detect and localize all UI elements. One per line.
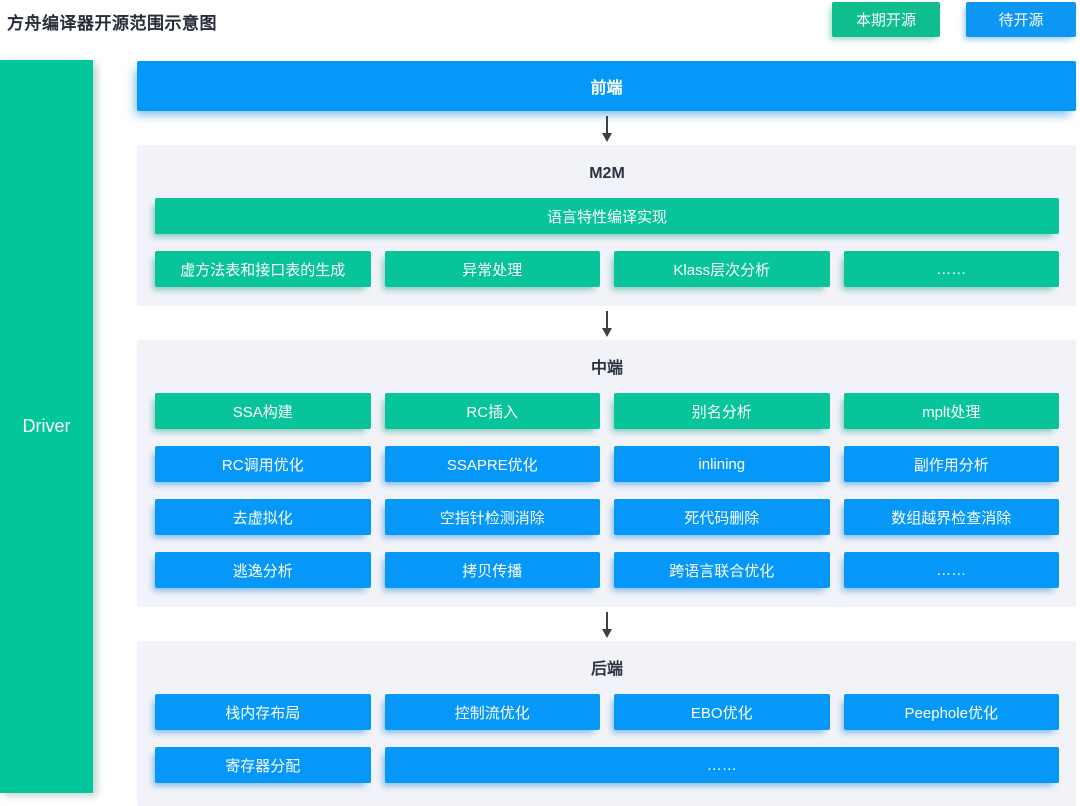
flow-box: …… bbox=[384, 747, 1059, 783]
section-m2m-title: M2M bbox=[589, 165, 625, 182]
flow-box: Peephole优化 bbox=[843, 694, 1059, 730]
flow-box: Klass层次分析 bbox=[614, 251, 830, 287]
driver-bar: Driver bbox=[0, 60, 93, 793]
section-m2m: M2M 语言特性编译实现虚方法表和接口表的生成异常处理 Klass层次分析 …… bbox=[137, 145, 1076, 306]
section-middle-end-title: 中端 bbox=[590, 360, 623, 377]
flow-box: …… bbox=[843, 552, 1059, 588]
page-title: 方舟编译器开源范围示意图 bbox=[7, 14, 217, 33]
flow-box: 去虚拟化 bbox=[155, 499, 371, 535]
flow-arrow-down-icon bbox=[137, 612, 1076, 638]
flow-arrow-down-icon bbox=[137, 116, 1076, 142]
flow-box: 死代码删除 bbox=[614, 499, 830, 535]
flow-box: 别名分析 bbox=[614, 393, 830, 429]
flow-row: 虚方法表和接口表的生成异常处理 Klass层次分析 …… bbox=[155, 251, 1059, 287]
flow-box: 空指针检测消除 bbox=[384, 499, 600, 535]
legend-open-this-release-label: 本期开源 bbox=[855, 12, 916, 29]
flow-box: 逃逸分析 bbox=[155, 552, 371, 588]
compiler-flow-diagram: 前端 M2M 语言特性编译实现虚方法表和接口表的生成异常处理 Klass层次分析 …… bbox=[137, 61, 1076, 806]
flow-box: SSAPRE优化 bbox=[384, 446, 600, 482]
flow-row: SSA构建 RC插入别名分析 mplt处理 bbox=[155, 393, 1059, 429]
legend-to-be-open: 待开源 bbox=[966, 2, 1076, 37]
flow-box: 虚方法表和接口表的生成 bbox=[155, 251, 371, 287]
flow-box: 异常处理 bbox=[384, 251, 600, 287]
flow-box: EBO优化 bbox=[614, 694, 830, 730]
frontend-label: 前端 bbox=[590, 80, 623, 97]
flow-row: 寄存器分配 …… bbox=[155, 747, 1059, 783]
flow-box: 控制流优化 bbox=[384, 694, 600, 730]
flow-box: RC调用优化 bbox=[155, 446, 371, 482]
section-middle-end: 中端 SSA构建 RC插入别名分析 mplt处理 RC调用优化 SSAPRE优化 inli… bbox=[137, 340, 1076, 607]
flow-row: 语言特性编译实现 bbox=[155, 198, 1059, 234]
flow-box: 栈内存布局 bbox=[155, 694, 371, 730]
legend-to-be-open-label: 待开源 bbox=[998, 12, 1044, 29]
flow-box: 副作用分析 bbox=[843, 446, 1059, 482]
legend-open-this-release: 本期开源 bbox=[832, 2, 940, 37]
flow-row: RC调用优化 SSAPRE优化 inlining 副作用分析 bbox=[155, 446, 1059, 482]
flow-box: 寄存器分配 bbox=[155, 747, 371, 783]
flow-row: 栈内存布局控制流优化 EBO优化 Peephole优化 bbox=[155, 694, 1059, 730]
section-backend-title: 后端 bbox=[590, 661, 623, 678]
section-m2m-rows: 语言特性编译实现虚方法表和接口表的生成异常处理 Klass层次分析 …… bbox=[155, 198, 1059, 287]
flow-box: SSA构建 bbox=[155, 393, 371, 429]
flow-box: inlining bbox=[614, 446, 830, 482]
flow-box: 数组越界检查消除 bbox=[843, 499, 1059, 535]
flow-box: 语言特性编译实现 bbox=[155, 198, 1059, 234]
frontend-stage-bar: 前端 bbox=[137, 61, 1076, 111]
flow-box: 跨语言联合优化 bbox=[614, 552, 830, 588]
flow-row: 去虚拟化空指针检测消除死代码删除数组越界检查消除 bbox=[155, 499, 1059, 535]
section-backend-rows: 栈内存布局控制流优化 EBO优化 Peephole优化寄存器分配 …… bbox=[155, 694, 1059, 783]
section-middle-end-rows: SSA构建 RC插入别名分析 mplt处理 RC调用优化 SSAPRE优化 inlinin… bbox=[155, 393, 1059, 588]
flow-arrow-down-icon bbox=[137, 311, 1076, 337]
flow-box: mplt处理 bbox=[843, 393, 1059, 429]
driver-label: Driver bbox=[22, 416, 71, 436]
section-backend: 后端 栈内存布局控制流优化 EBO优化 Peephole优化寄存器分配 …… bbox=[137, 641, 1076, 806]
flow-row: 逃逸分析拷贝传播跨语言联合优化 …… bbox=[155, 552, 1059, 588]
flow-box: 拷贝传播 bbox=[384, 552, 600, 588]
flow-box: RC插入 bbox=[384, 393, 600, 429]
flow-box: …… bbox=[843, 251, 1059, 287]
